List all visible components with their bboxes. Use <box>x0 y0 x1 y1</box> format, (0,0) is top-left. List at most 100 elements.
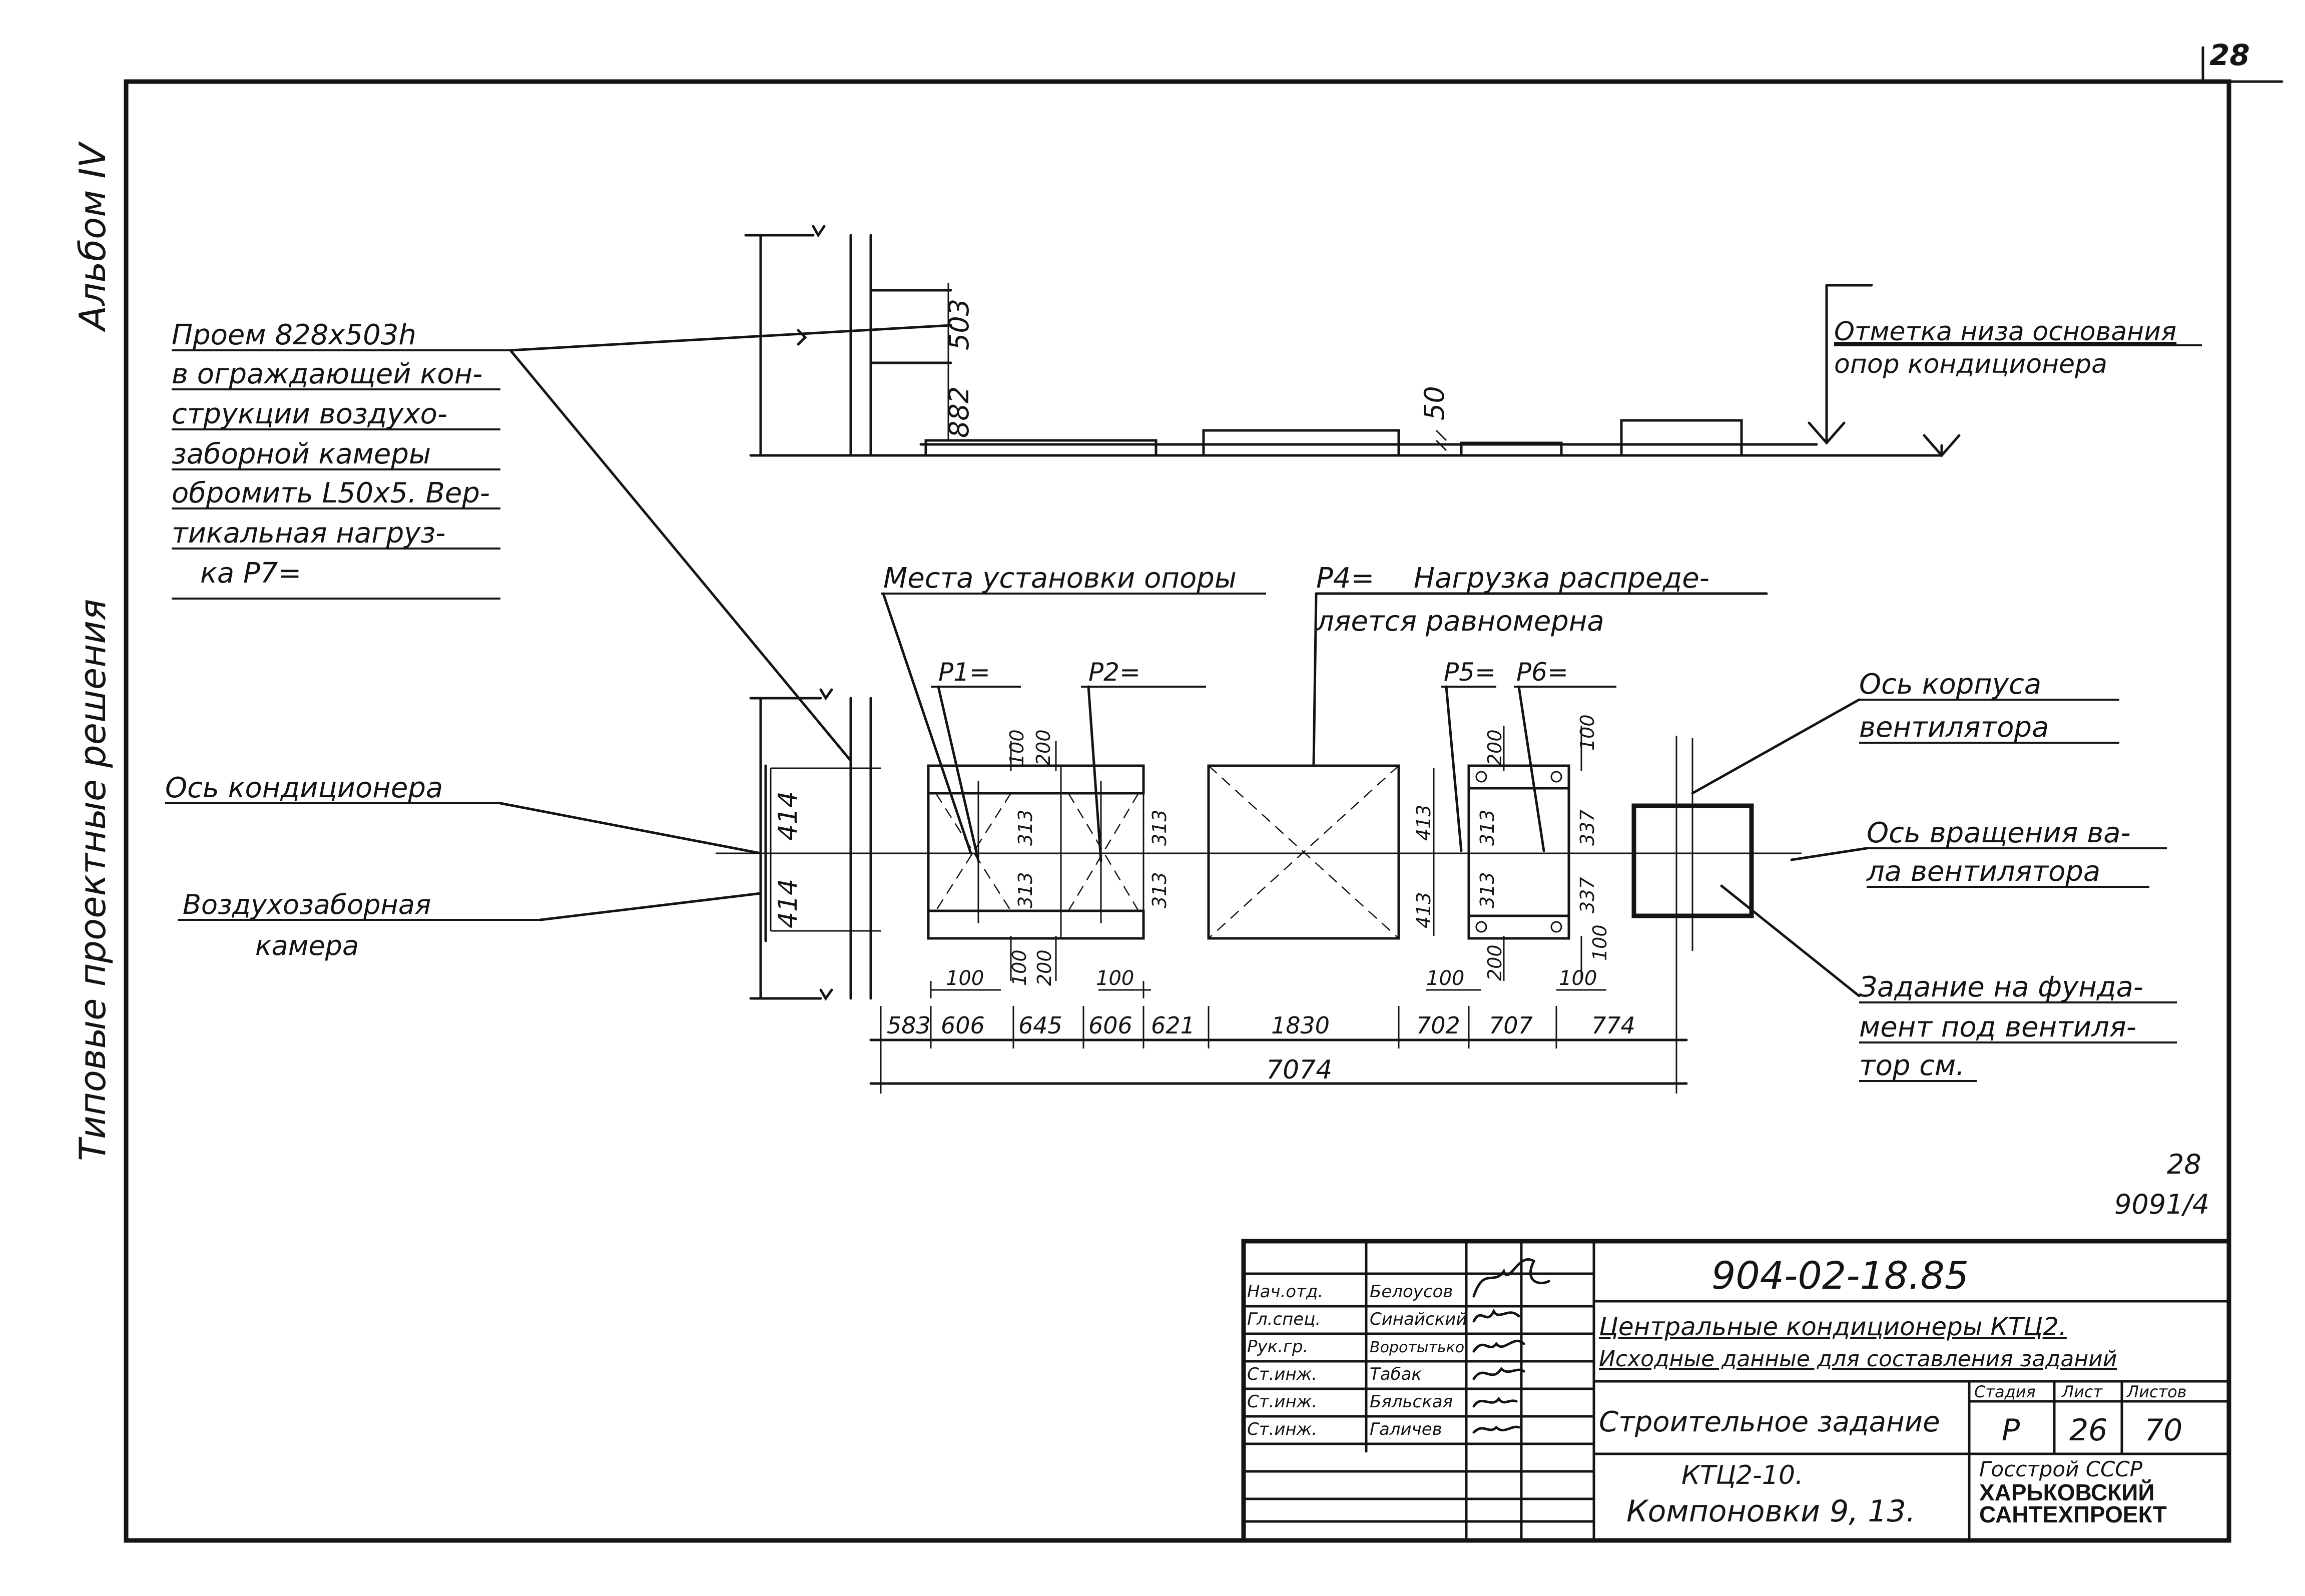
dim-313-b: 313 <box>1014 872 1036 908</box>
dim-100-h1: 100 <box>946 967 984 990</box>
signature-marks <box>1472 1258 1550 1434</box>
dim-337-bottom: 337 <box>1576 877 1598 913</box>
doc-code: 904-02-18.85 <box>1711 1253 1969 1298</box>
staff-role-2: Гл.спец. <box>1247 1309 1321 1329</box>
series-label: Типовые проектные решения <box>72 599 114 1161</box>
seg-1830: 1830 <box>1271 1012 1330 1039</box>
org-line-2: ХАРЬКОВСКИЙ <box>1979 1479 2154 1505</box>
seg-645: 645 <box>1018 1012 1062 1039</box>
opening-note-line-1: Проем 828х503h <box>172 319 416 351</box>
ref-mark-a: 28 <box>2167 1149 2201 1180</box>
dim-50: 50 <box>1419 386 1450 420</box>
staff-name-4: Табак <box>1370 1364 1422 1384</box>
staff-name-3: Воротытько <box>1370 1339 1464 1356</box>
dim-100-h2: 100 <box>1096 967 1134 990</box>
dim-313-d: 313 <box>1148 872 1171 908</box>
fan-body-note-line-1: Ось корпуса <box>1859 668 2041 701</box>
seg-606-a: 606 <box>941 1012 985 1039</box>
elevation-view <box>744 225 1961 457</box>
base-elevation-note-2: опор кондиционера <box>1834 349 2107 379</box>
ref-mark-b: 9091/4 <box>2114 1189 2209 1220</box>
load-p6: Р6= <box>1516 658 1568 687</box>
layout-line-2: Компоновки 9, 13. <box>1626 1494 1916 1529</box>
seg-707: 707 <box>1489 1012 1533 1039</box>
dim-200-a: 200 <box>1032 729 1054 766</box>
dim-100-h3: 100 <box>1426 967 1464 990</box>
sheets-total-value: 70 <box>2144 1413 2182 1448</box>
dim-100-b: 100 <box>1008 949 1030 986</box>
intake-note-line-2: камера <box>255 930 359 961</box>
load-p5: Р5= <box>1444 658 1496 687</box>
load-p1: Р1= <box>938 658 990 687</box>
dim-413-top: 413 <box>1413 804 1435 841</box>
dim-313-f: 313 <box>1476 872 1498 908</box>
opening-callout <box>172 324 952 762</box>
conditioner-axis-note: Ось кондиционера <box>165 772 443 804</box>
org-line-3: САНТЕХПРОЕКТ <box>1979 1501 2167 1527</box>
p4-note-line-2: ляется равномерна <box>1316 605 1604 638</box>
dim-313-e: 313 <box>1476 809 1498 846</box>
opening-note-line-5: обромить L50х5. Вер- <box>172 477 490 509</box>
dim-313-c: 313 <box>1148 809 1171 846</box>
p4-note-line-1: Нагрузка распреде- <box>1414 562 1709 595</box>
opening-note-line-3: струкции воздухо- <box>172 398 447 430</box>
seg-774: 774 <box>1591 1012 1635 1039</box>
supports-note: Места установки опоры <box>883 562 1237 595</box>
foundation-note-line-2: мент под вентиля- <box>1859 1011 2136 1043</box>
staff-name-6: Галичев <box>1370 1419 1442 1439</box>
fan-shaft-note-line-2: ла вентилятора <box>1866 855 2100 888</box>
seg-621: 621 <box>1151 1012 1195 1039</box>
sheet-header: Лист <box>2061 1382 2103 1401</box>
fan-shaft-note-line-1: Ось вращения ва- <box>1867 817 2131 849</box>
opening-note-line-7: ка Р7= <box>200 557 301 590</box>
seg-606-b: 606 <box>1088 1012 1132 1039</box>
sheet-no-value: 26 <box>2069 1413 2107 1448</box>
dim-total: 7074 <box>1266 1055 1332 1085</box>
dim-337-top: 337 <box>1576 809 1598 846</box>
title-block <box>1241 1239 2231 1543</box>
base-elevation-note-1: Отметка низа основания <box>1834 317 2176 347</box>
dim-414-top: 414 <box>773 791 803 841</box>
sheet-number: 28 <box>2209 38 2250 72</box>
album-label: Альбом IV <box>72 141 114 332</box>
staff-name-1: Белоусов <box>1370 1282 1453 1302</box>
dim-413-bottom: 413 <box>1413 892 1435 928</box>
foundation-note-line-3: тор см. <box>1859 1049 1965 1082</box>
staff-role-4: Ст.инж. <box>1247 1364 1317 1384</box>
foundation-note-line-1: Задание на фунда- <box>1859 971 2143 1003</box>
staff-name-2: Синайский <box>1370 1309 1467 1329</box>
seg-702: 702 <box>1416 1012 1460 1039</box>
layout-line-1: КТЦ2-10. <box>1681 1460 1804 1490</box>
title-line-1: Центральные кондиционеры КТЦ2. <box>1599 1312 2067 1341</box>
stage-value: Р <box>2002 1413 2020 1448</box>
dim-313-a: 313 <box>1014 809 1036 846</box>
staff-role-1: Нач.отд. <box>1247 1282 1323 1302</box>
staff-name-5: Бяльская <box>1370 1392 1453 1412</box>
sheet-frame <box>124 46 2283 1543</box>
load-p4: Р4= <box>1316 562 1374 595</box>
staff-role-3: Рук.гр. <box>1247 1337 1308 1357</box>
fan-body-note-line-2: вентилятора <box>1859 711 2049 744</box>
load-p2: Р2= <box>1088 658 1140 687</box>
dim-882: 882 <box>943 386 975 438</box>
staff-role-6: Ст.инж. <box>1247 1419 1317 1439</box>
opening-note-line-6: тикальная нагруз- <box>172 517 445 550</box>
dim-100-c: 100 <box>1576 714 1598 751</box>
dim-414-bottom: 414 <box>773 879 803 928</box>
dim-100-h4: 100 <box>1559 967 1597 990</box>
dim-200-b: 200 <box>1033 949 1055 986</box>
title-line-2: Исходные данные для составления заданий <box>1599 1346 2117 1372</box>
sheets-header: Листов <box>2126 1382 2187 1401</box>
dim-200-c: 200 <box>1484 729 1506 766</box>
seg-583: 583 <box>887 1012 931 1039</box>
stage-header: Стадия <box>1974 1382 2036 1401</box>
opening-note-line-2: в ограждающей кон- <box>172 358 482 390</box>
sheet-title: Строительное задание <box>1599 1406 1940 1438</box>
dim-200-d: 200 <box>1484 944 1506 981</box>
staff-role-5: Ст.инж. <box>1247 1392 1317 1412</box>
opening-note-line-4: заборной камеры <box>172 438 431 470</box>
org-line-1: Госстрой СССР <box>1979 1457 2143 1481</box>
dim-100-a: 100 <box>1006 729 1028 766</box>
intake-note-line-1: Воздухозаборная <box>183 889 431 920</box>
